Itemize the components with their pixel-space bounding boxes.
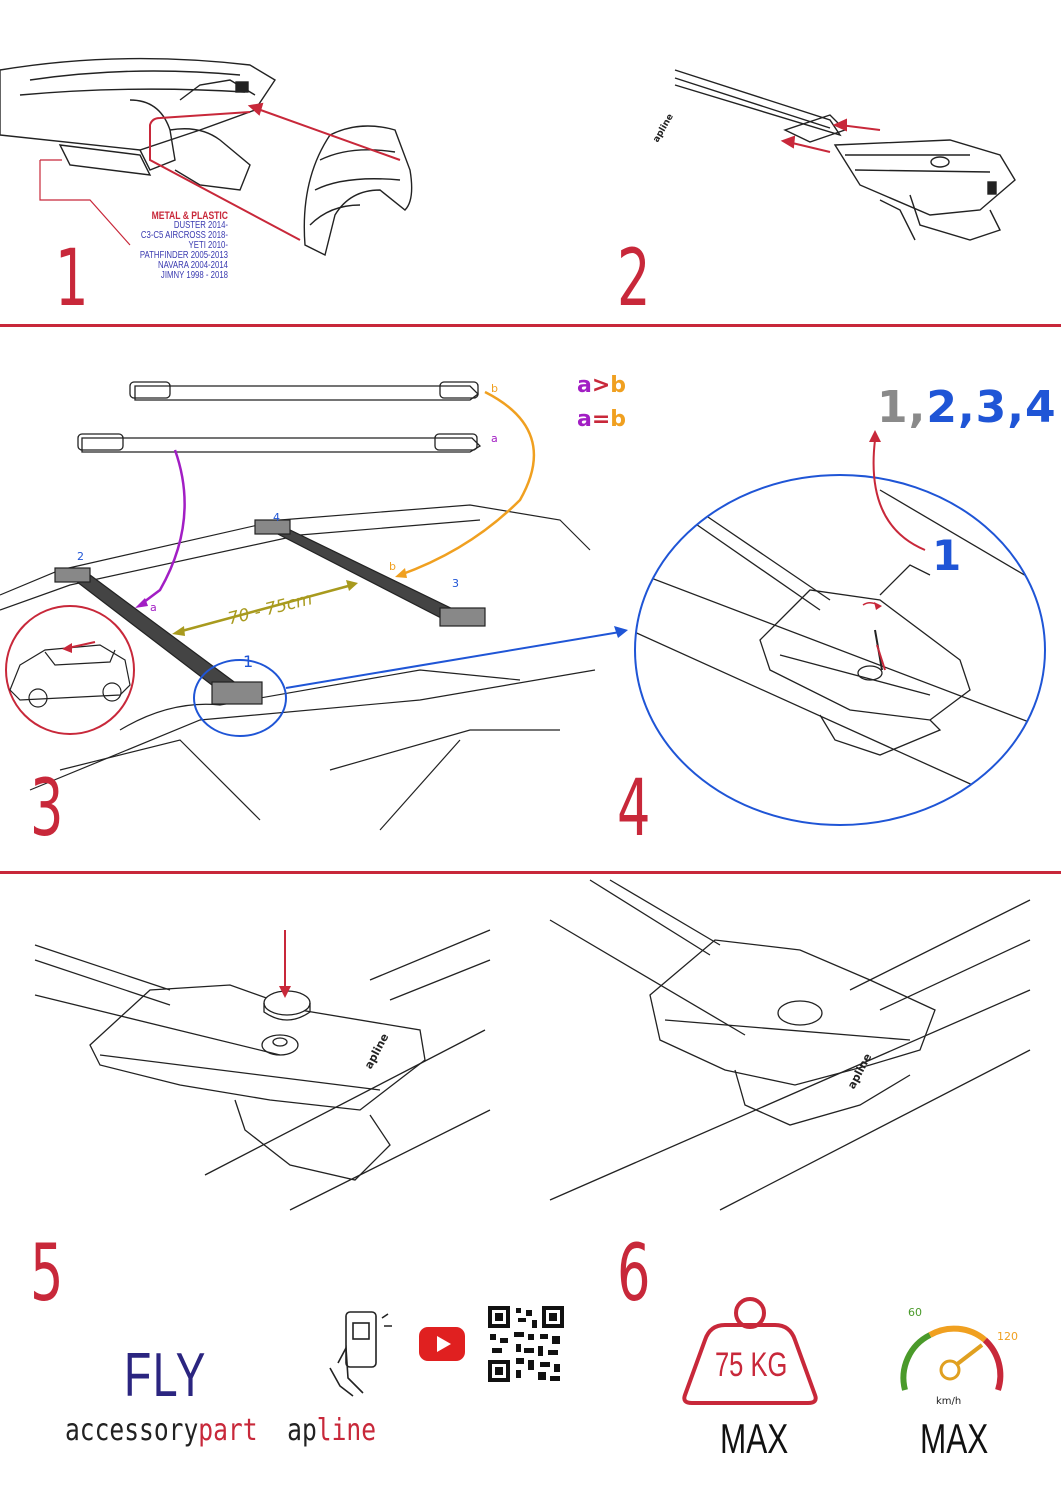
foot-label-4: 4 [273,511,280,524]
bolt-sequence: 1,2,3,4 [877,382,1057,433]
rule-a-greater-b: a>b [577,373,627,398]
compat-item: JIMNY 1998 - 2018 [160,270,228,281]
qr-code[interactable] [488,1306,564,1382]
weight-value: 75 KG [715,1346,788,1384]
foot-label-3: 3 [452,577,459,590]
compat-item: DUSTER 2014- [173,220,228,231]
foot-label-1: 1 [243,652,254,671]
compat-item: NAVARA 2004-2014 [158,260,228,271]
panel6-illustration [549,879,1031,1211]
divider-middle [0,871,1061,874]
product-name: FLY [124,1341,207,1410]
bar-label-b: b [491,382,498,395]
speed-min: 60 [908,1306,922,1319]
compatibility-list: METAL & PLASTIC DUSTER 2014- C3-C5 AIRCR… [97,211,228,281]
youtube-icon[interactable] [419,1327,465,1361]
roof-label-b: b [389,560,396,573]
compat-item: C3-C5 AIRCROSS 2018- [140,230,228,241]
speed-unit: km/h [936,1396,962,1407]
material-title: METAL & PLASTIC [151,210,228,222]
divider-top [0,324,1061,327]
foot-label-2: 2 [77,550,84,563]
step-number-6: 6 [617,1229,651,1319]
panel1-illustration [0,57,413,257]
step-number-4: 4 [617,764,651,854]
roof-label-a: a [150,601,157,614]
weight-icon [682,1297,818,1405]
panel3-illustration [0,381,628,831]
bolt-number-label: 1 [932,531,962,580]
phone-scan-icon[interactable] [328,1308,398,1398]
step-number-2: 2 [617,234,651,324]
step-number-5: 5 [30,1229,64,1319]
panel5-illustration [34,929,491,1211]
compat-item: YETI 2010- [188,240,228,251]
panel2-illustration [674,69,1016,241]
rule-a-equal-b: a=b [577,407,627,432]
compat-item: PATHFINDER 2005-2013 [139,250,228,261]
speed-caption: MAX [920,1415,989,1462]
brand-wordmark: accessorypart apline [65,1413,377,1448]
speedometer-icon [900,1325,1004,1391]
panel4-illustration [634,430,1046,826]
weight-caption: MAX [720,1415,789,1462]
step-number-1: 1 [55,234,89,324]
step-number-3: 3 [30,764,64,854]
speed-max: 120 [997,1330,1018,1343]
bar-label-a: a [491,432,498,445]
